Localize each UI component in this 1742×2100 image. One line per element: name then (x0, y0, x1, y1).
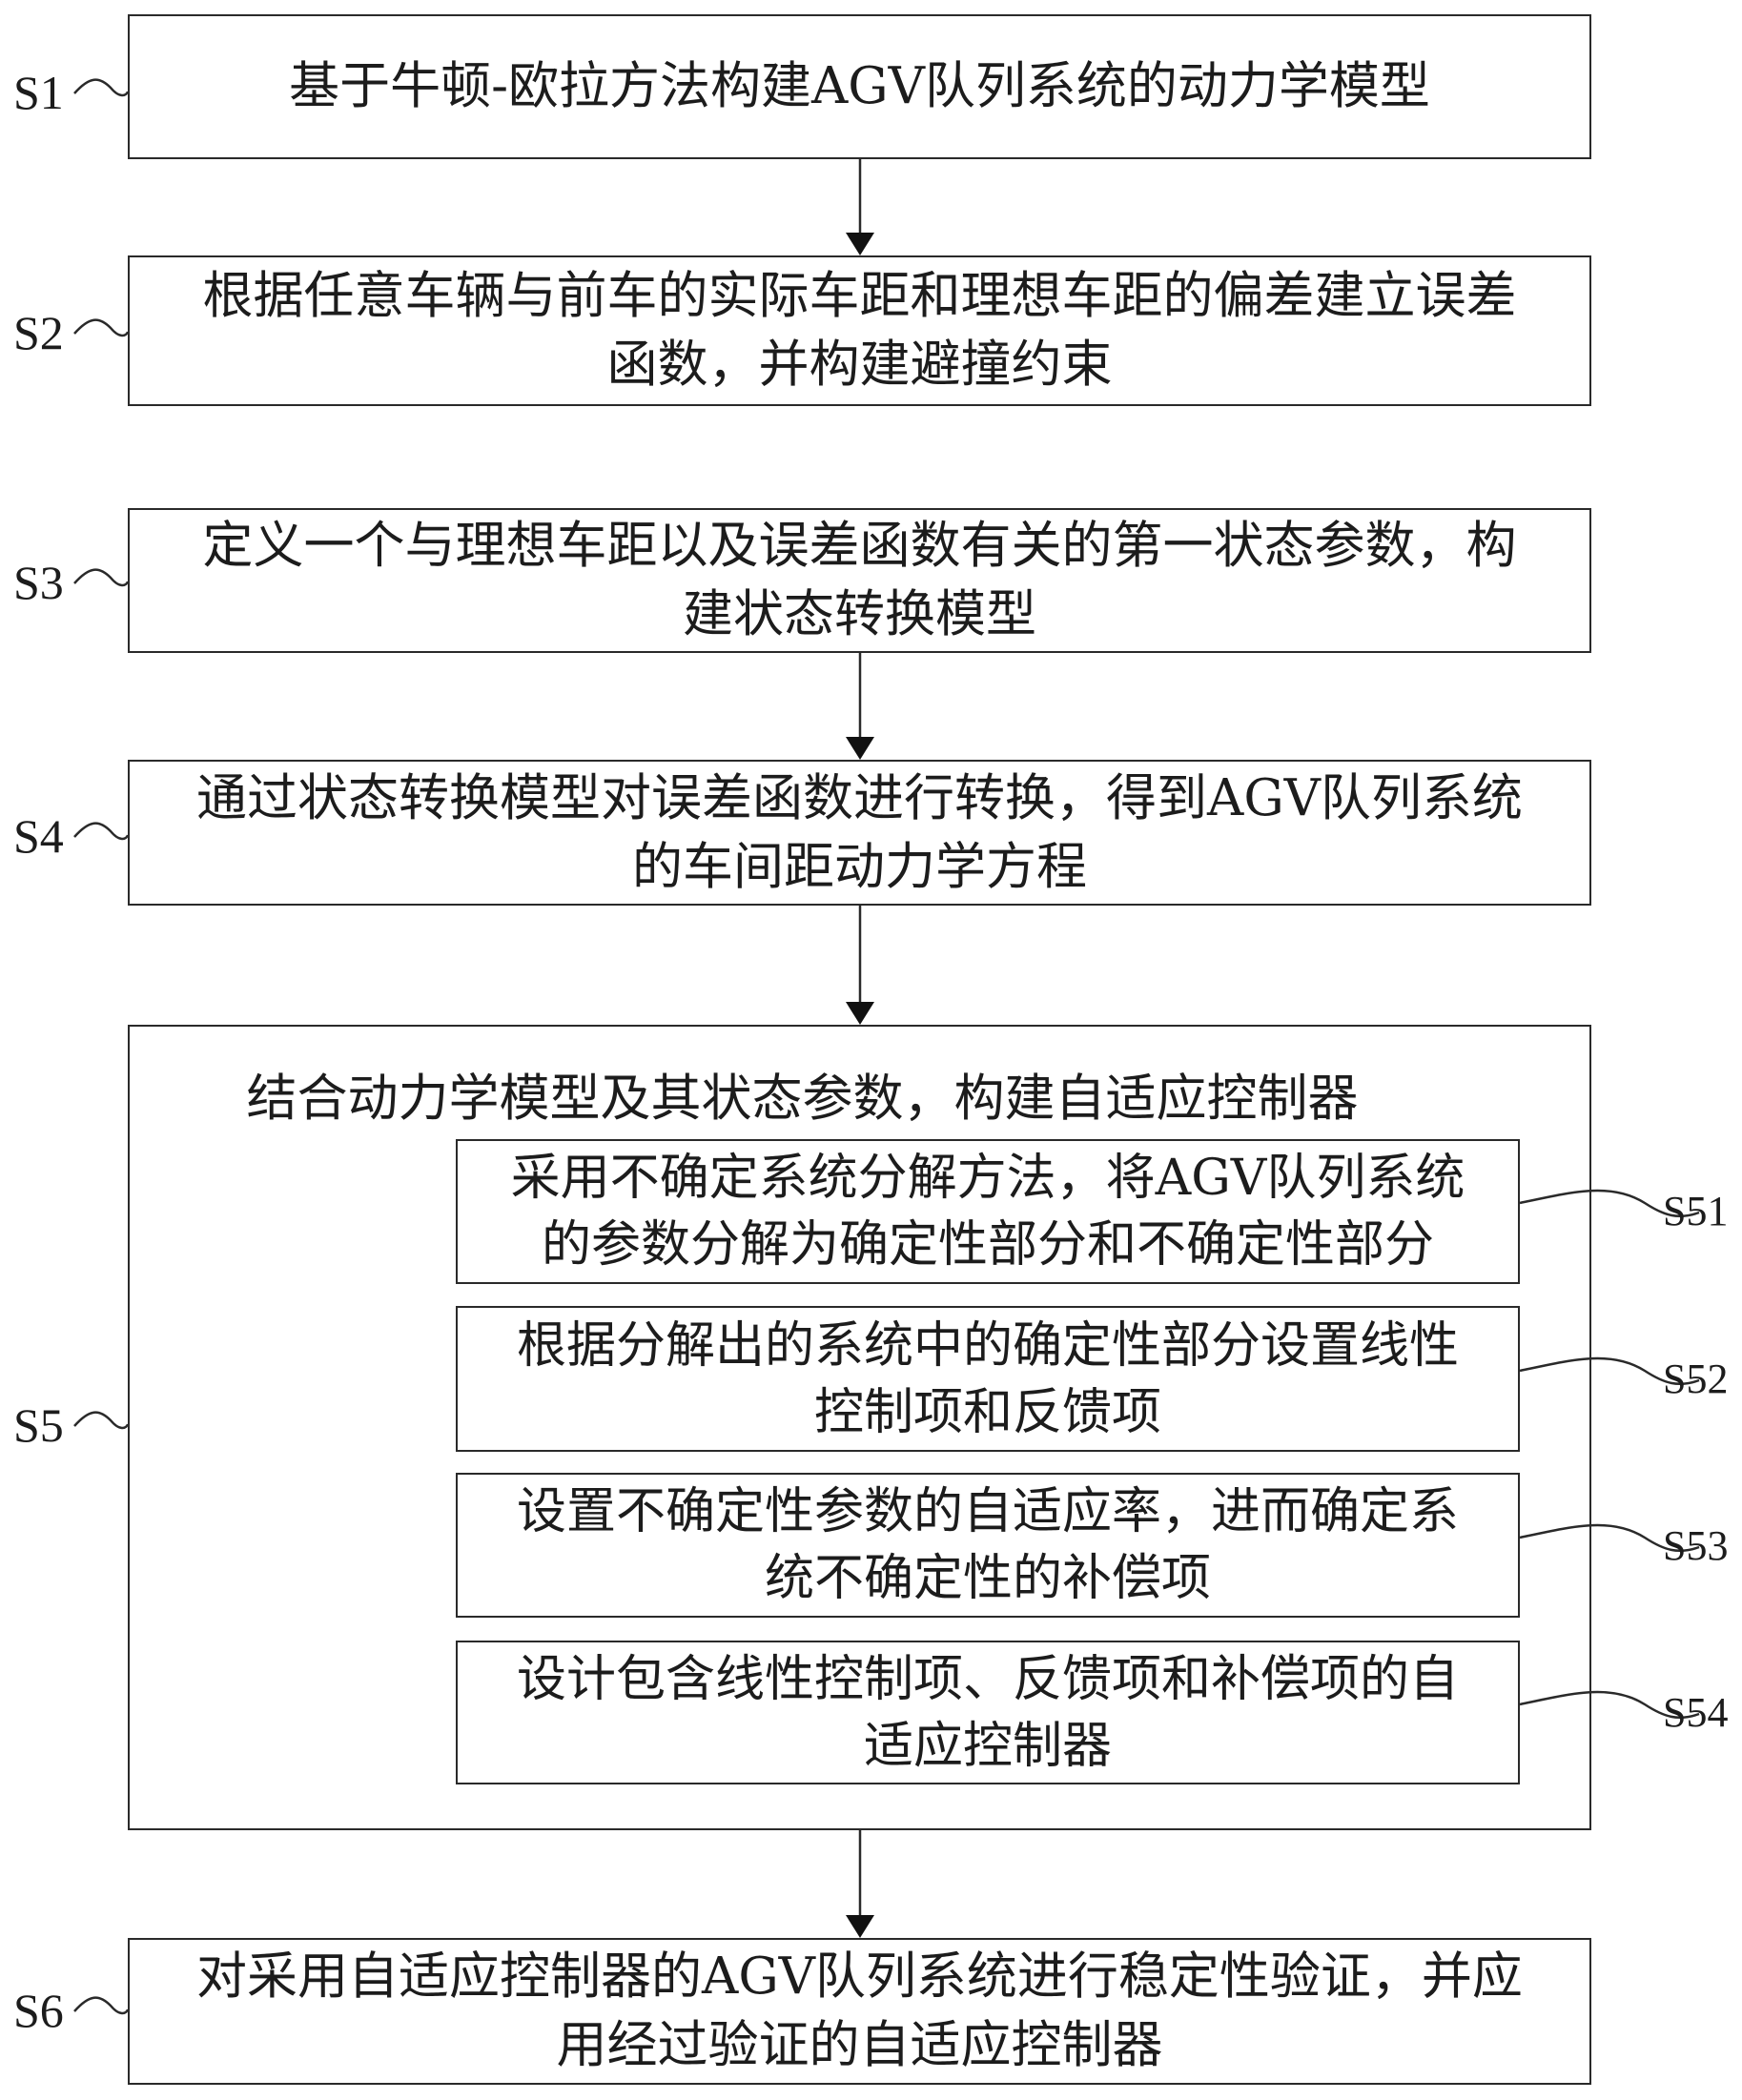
label-s53: S53 (1663, 1522, 1729, 1569)
label-s5: S5 (13, 1398, 64, 1452)
arrow-s4-s5-head (846, 1002, 874, 1025)
substep-s51-line-1: 采用不确定系统分解方法，将AGV队列系统 (510, 1150, 1465, 1207)
substep-s54-box: 设计包含线性控制项、反馈项和补偿项的自 适应控制器 (456, 1641, 1520, 1784)
arrow-s5-s6-head (846, 1915, 874, 1938)
step-s2-line-1: 根据任意车辆与前车的实际车距和理想车距的偏差建立误差 (202, 267, 1517, 325)
step-s6-line-2: 用经过验证的自适应控制器 (556, 2016, 1163, 2074)
leader-s51 (1519, 1189, 1700, 1218)
leader-s3 (73, 568, 130, 587)
arrow-s3-s4-head (846, 737, 874, 760)
label-s4: S4 (13, 809, 64, 863)
leader-s6 (73, 1996, 130, 2015)
label-s51: S51 (1663, 1188, 1729, 1234)
substep-s52-line-2: 控制项和反馈项 (813, 1383, 1161, 1441)
label-s52: S52 (1663, 1356, 1729, 1402)
leader-s52 (1519, 1356, 1700, 1386)
label-s1: S1 (13, 66, 64, 119)
step-s3-box: 定义一个与理想车距以及误差函数有关的第一状态参数，构 建状态转换模型 (128, 508, 1591, 653)
substep-s51-line-2: 的参数分解为确定性部分和不确定性部分 (541, 1216, 1434, 1274)
leader-s4 (73, 822, 130, 841)
step-s1-text: 基于牛顿-欧拉方法构建AGV队列系统的动力学模型 (289, 57, 1430, 115)
step-s4-line-2: 的车间距动力学方程 (632, 837, 1087, 896)
step-s2-line-2: 函数，并构建避撞约束 (606, 336, 1113, 394)
step-s4-line-1: 通过状态转换模型对误差函数进行转换，得到AGV队列系统 (196, 768, 1523, 827)
step-s3-line-1: 定义一个与理想车距以及误差函数有关的第一状态参数，构 (202, 517, 1517, 575)
step-s3-line-2: 建状态转换模型 (683, 585, 1036, 643)
substep-s53-box: 设置不确定性参数的自适应率，进而确定系 统不确定性的补偿项 (456, 1473, 1520, 1618)
leader-s1 (73, 78, 130, 97)
label-s6: S6 (13, 1984, 64, 2037)
label-s54: S54 (1663, 1689, 1729, 1736)
leader-s5 (73, 1411, 130, 1430)
step-s2-box: 根据任意车辆与前车的实际车距和理想车距的偏差建立误差 函数，并构建避撞约束 (128, 255, 1591, 406)
substep-s52-box: 根据分解出的系统中的确定性部分设置线性 控制项和反馈项 (456, 1306, 1520, 1452)
step-s1-box: 基于牛顿-欧拉方法构建AGV队列系统的动力学模型 (128, 14, 1591, 159)
step-s4-box: 通过状态转换模型对误差函数进行转换，得到AGV队列系统 的车间距动力学方程 (128, 760, 1591, 906)
substep-s53-line-1: 设置不确定性参数的自适应率，进而确定系 (516, 1483, 1459, 1540)
step-s6-box: 对采用自适应控制器的AGV队列系统进行稳定性验证，并应 用经过验证的自适应控制器 (128, 1938, 1591, 2085)
leader-s54 (1519, 1690, 1700, 1720)
substep-s51-box: 采用不确定系统分解方法，将AGV队列系统 的参数分解为确定性部分和不确定性部分 (456, 1139, 1520, 1284)
substep-s54-line-1: 设计包含线性控制项、反馈项和补偿项的自 (516, 1650, 1459, 1708)
step-s6-line-1: 对采用自适应控制器的AGV队列系统进行稳定性验证，并应 (196, 1947, 1523, 2006)
substep-s52-line-1: 根据分解出的系统中的确定性部分设置线性 (516, 1316, 1459, 1375)
label-s3: S3 (13, 556, 64, 609)
leader-s2 (73, 318, 130, 337)
step-s5-title: 结合动力学模型及其状态参数，构建自适应控制器 (246, 1070, 1359, 1128)
substep-s53-line-2: 统不确定性的补偿项 (764, 1550, 1211, 1607)
arrow-s1-s2-head (846, 233, 874, 255)
substep-s54-line-2: 适应控制器 (863, 1717, 1112, 1775)
label-s2: S2 (13, 306, 64, 359)
leader-s53 (1519, 1523, 1700, 1553)
